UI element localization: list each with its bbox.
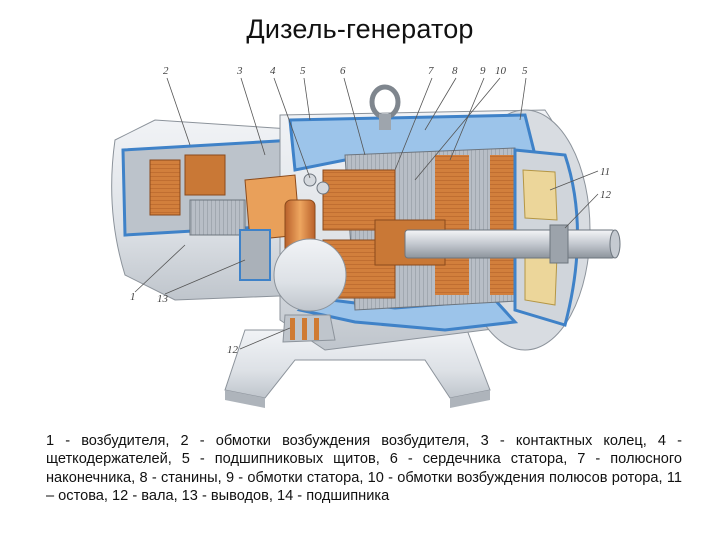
callout-7: 7: [428, 65, 434, 77]
callout-10: 10: [495, 65, 507, 77]
callout-8: 8: [452, 65, 458, 77]
callout-11: 11: [600, 166, 610, 178]
lifting-eye: [369, 84, 401, 130]
callout-14: 13: [157, 293, 169, 305]
callout-6: 6: [340, 65, 346, 77]
callout-9: 9: [480, 65, 486, 77]
generator-base: [224, 329, 491, 408]
callout-4: 4: [270, 65, 276, 77]
callout-12: 12: [600, 189, 612, 201]
callout-1: 1: [130, 291, 136, 303]
callout-labels: 2 3 4 5 6 7 8 9 10 5 11 12 1 13 12: [130, 65, 612, 356]
shaft: [404, 224, 621, 264]
callout-2: 2: [163, 65, 169, 77]
callout-13: 12: [227, 344, 239, 356]
terminal-box: [273, 238, 347, 343]
generator-cutaway-illustration: 2 3 4 5 6 7 8 9 10 5 11 12 1 13 12: [111, 65, 621, 408]
legend-caption: 1 - возбудителя, 2 - обмотки возбуждения…: [46, 433, 682, 505]
callout-3: 3: [236, 65, 243, 77]
callout-5b: 5: [522, 65, 528, 77]
callout-5: 5: [300, 65, 306, 77]
slide-title: Дизель-генератор: [246, 14, 474, 44]
bearing: [239, 229, 271, 281]
